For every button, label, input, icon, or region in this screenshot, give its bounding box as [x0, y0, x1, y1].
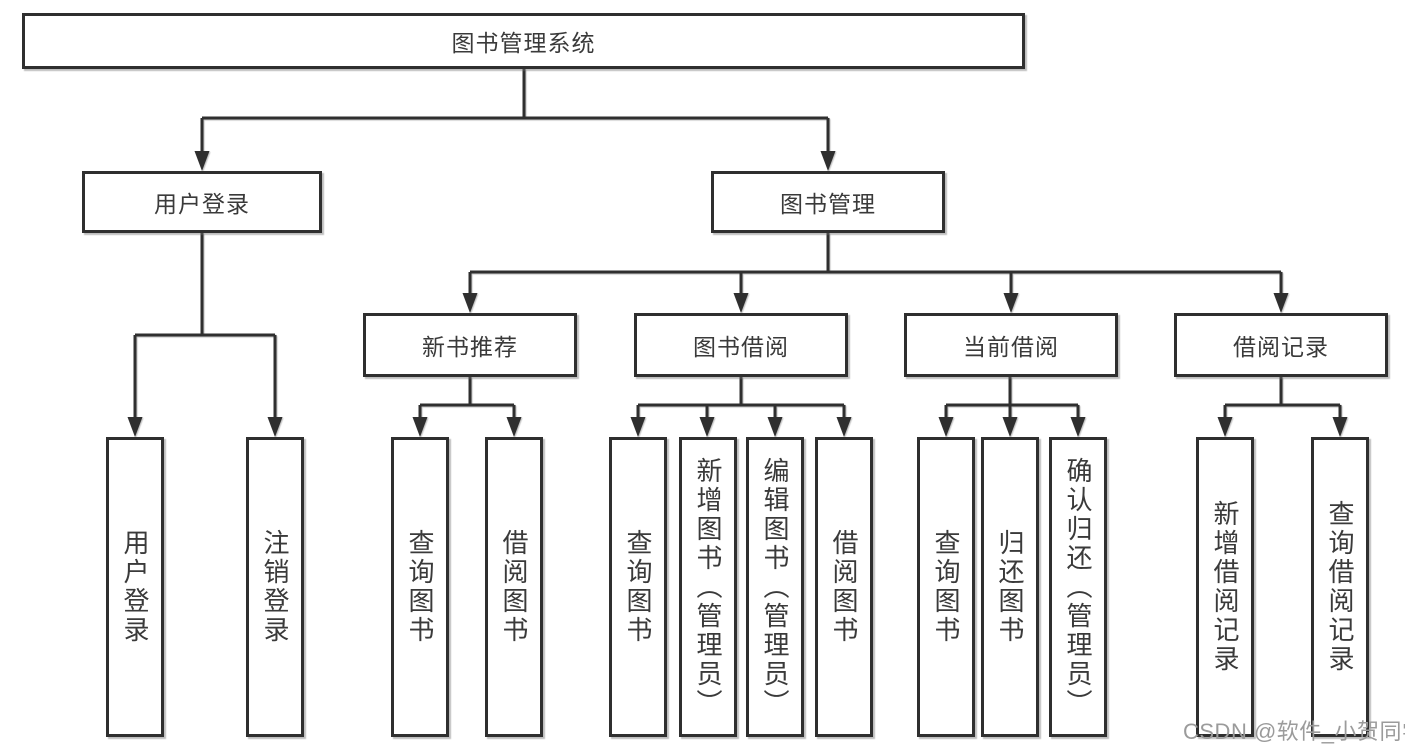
csdn-watermark: CSDN @软件_小贺同学 — [1183, 719, 1405, 744]
node-leaf-borrow-book-recommend: 借阅图书 — [485, 437, 543, 737]
arrowhead — [267, 417, 283, 437]
arrowhead — [836, 417, 852, 437]
arrowhead — [1332, 417, 1348, 437]
arrowhead — [1003, 293, 1019, 313]
arrowhead — [820, 151, 836, 171]
arrowhead — [506, 417, 522, 437]
arrowhead — [412, 417, 428, 437]
node-label: 用户登录 — [120, 529, 150, 645]
node-label: 查询图书 — [931, 529, 961, 645]
arrowhead — [194, 151, 210, 171]
node-user-login: 用户登录 — [82, 171, 322, 233]
node-label: 当前借阅 — [963, 334, 1059, 360]
node-label: 归还图书 — [995, 529, 1025, 645]
connector-user-login-to-leaves — [133, 233, 277, 418]
node-leaf-add-book-admin: 新增图书（管理员） — [679, 437, 737, 737]
node-label: 借阅记录 — [1233, 334, 1329, 360]
node-leaf-query-borrow-record: 查询借阅记录 — [1311, 437, 1369, 737]
node-label: 新增借阅记录 — [1210, 500, 1240, 674]
arrowhead — [127, 417, 143, 437]
node-label: 用户登录 — [154, 191, 250, 217]
connector-book-borrow-to-leaves — [636, 377, 846, 418]
arrowhead — [462, 293, 478, 313]
node-label: 查询图书 — [623, 529, 653, 645]
node-leaf-logout: 注销登录 — [246, 437, 304, 737]
node-label: 图书管理系统 — [451, 30, 596, 56]
connector-book-management-to-level2 — [468, 233, 1283, 294]
arrowhead — [938, 417, 954, 437]
arrowhead — [1217, 417, 1233, 437]
node-book-borrow: 图书借阅 — [634, 313, 848, 377]
node-borrow-records: 借阅记录 — [1174, 313, 1388, 377]
node-label: 借阅图书 — [499, 529, 529, 645]
node-label: 图书借阅 — [693, 334, 789, 360]
arrowhead — [733, 293, 749, 313]
node-label: 确认归还（管理员） — [1063, 456, 1093, 718]
node-label: 查询借阅记录 — [1325, 500, 1355, 674]
node-label: 注销登录 — [260, 529, 290, 645]
connector-root-to-level1 — [200, 69, 830, 152]
node-current-borrow: 当前借阅 — [904, 313, 1118, 377]
arrowhead — [1002, 417, 1018, 437]
connector-new-book-recommend-to-leaves — [418, 377, 516, 418]
arrowheads — [127, 151, 1348, 437]
node-label: 查询图书 — [405, 529, 435, 645]
node-leaf-user-login: 用户登录 — [106, 437, 164, 737]
node-label: 新书推荐 — [422, 334, 518, 360]
node-leaf-edit-book-admin: 编辑图书（管理员） — [746, 437, 804, 737]
arrowhead — [699, 417, 715, 437]
node-leaf-confirm-return-admin: 确认归还（管理员） — [1049, 437, 1107, 737]
connector-borrow-records-to-leaves — [1223, 377, 1342, 418]
node-leaf-return-book: 归还图书 — [981, 437, 1039, 737]
arrowhead — [767, 417, 783, 437]
node-leaf-query-book-borrow: 查询图书 — [609, 437, 667, 737]
arrowhead — [630, 417, 646, 437]
connector-current-borrow-to-leaves — [944, 377, 1080, 418]
node-label: 新增图书（管理员） — [693, 456, 723, 718]
node-library-management-system: 图书管理系统 — [22, 13, 1025, 69]
node-new-book-recommend: 新书推荐 — [363, 313, 577, 377]
node-leaf-query-book-recommend: 查询图书 — [391, 437, 449, 737]
node-label: 编辑图书（管理员） — [760, 456, 790, 718]
node-book-management: 图书管理 — [711, 171, 945, 233]
arrowhead — [1273, 293, 1289, 313]
arrowhead — [1070, 417, 1086, 437]
node-leaf-query-book-current: 查询图书 — [917, 437, 975, 737]
node-label: 借阅图书 — [829, 529, 859, 645]
node-leaf-add-borrow-record: 新增借阅记录 — [1196, 437, 1254, 737]
node-label: 图书管理 — [780, 191, 876, 217]
node-leaf-borrow-book: 借阅图书 — [815, 437, 873, 737]
